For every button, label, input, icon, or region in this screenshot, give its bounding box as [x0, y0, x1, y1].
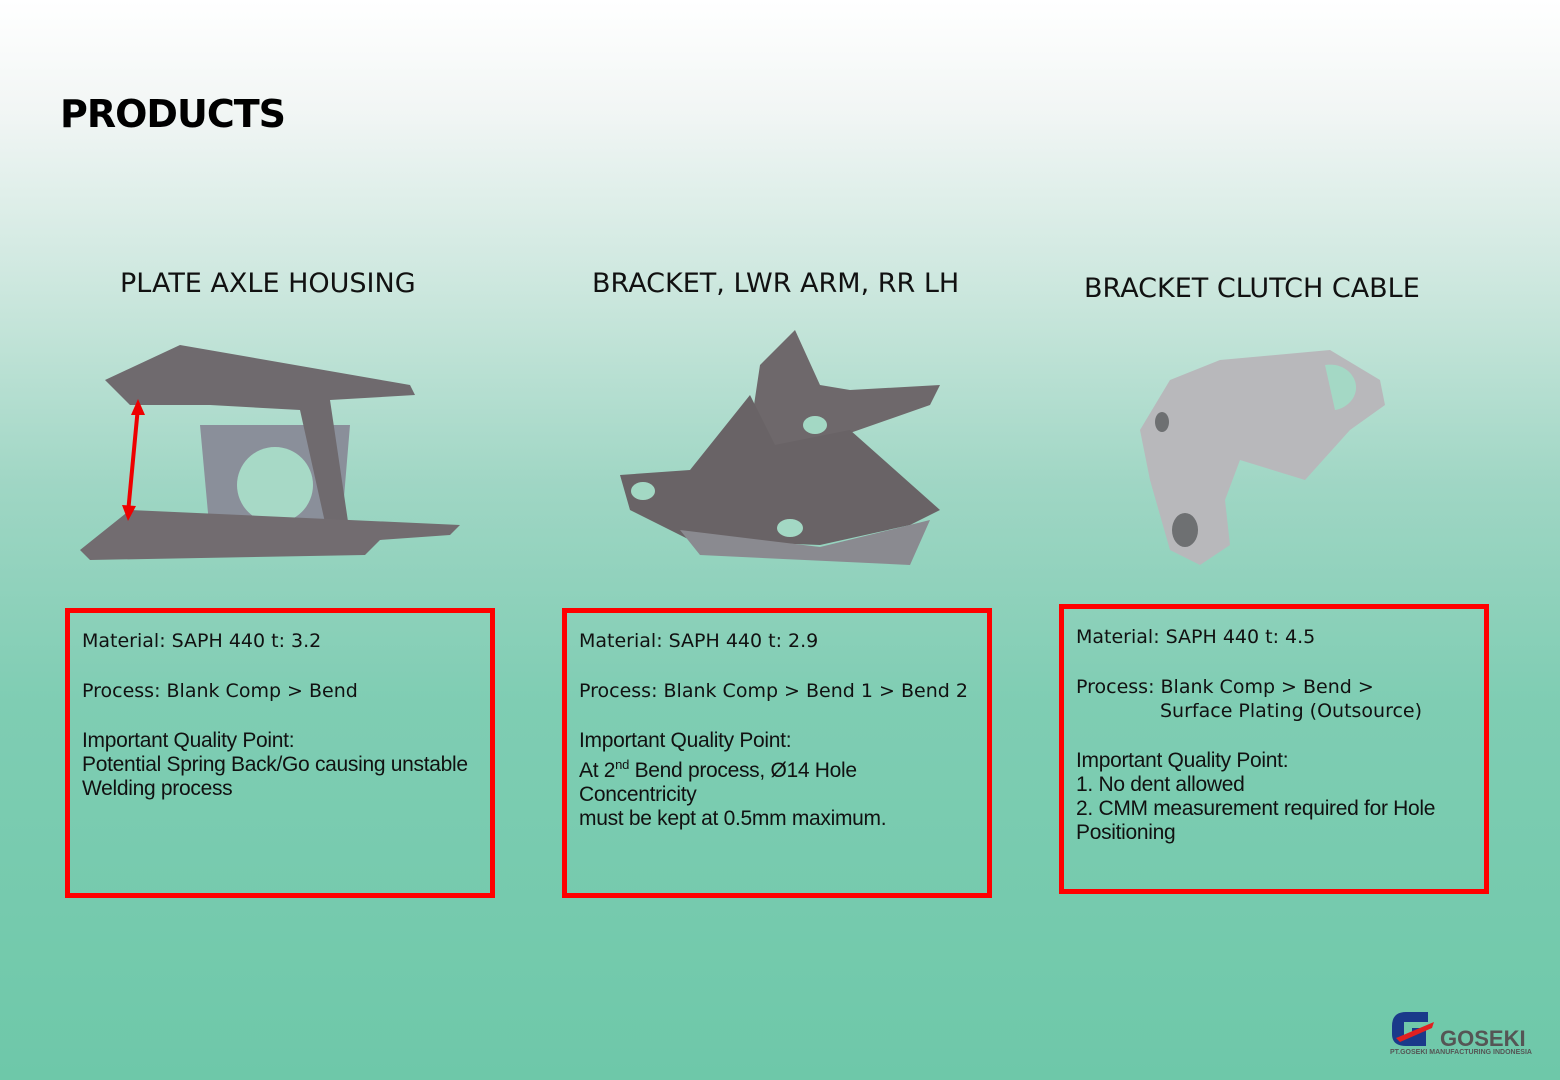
quality-line: At 2nd Bend process, Ø14 Hole Concentric… — [579, 753, 975, 807]
product-info-box-2: Material: SAPH 440 t: 2.9 Process: Blank… — [562, 608, 992, 898]
process-text: Process: Blank Comp > Bend > — [1076, 676, 1374, 698]
page-title: PRODUCTS — [60, 92, 286, 136]
quality-post: Bend process, Ø14 Hole Concentricity — [579, 759, 857, 806]
logo-name: GOSEKI — [1440, 1026, 1526, 1051]
quality-label: Important Quality Point: — [1076, 749, 1289, 772]
product-title-3: BRACKET CLUTCH CABLE — [1084, 273, 1420, 304]
product-info-box-1: Material: SAPH 440 t: 3.2 Process: Blank… — [65, 608, 495, 898]
product-title-1: PLATE AXLE HOUSING — [120, 268, 416, 299]
process-text-2: Surface Plating (Outsource) — [1160, 700, 1423, 722]
quality-line: 1. No dent allowed — [1076, 773, 1245, 796]
bracket-clutch-cable-image — [1140, 350, 1385, 565]
goseki-logo-mark — [1392, 1012, 1434, 1046]
material-text: Material: SAPH 440 t: 4.5 — [1076, 626, 1316, 648]
quality-line: Positioning — [1076, 821, 1176, 844]
process-text: Process: Blank Comp > Bend 1 > Bend 2 — [579, 680, 968, 702]
quality-label: Important Quality Point: — [82, 729, 295, 752]
quality-sup: nd — [615, 757, 630, 772]
plate-axle-housing-image — [80, 345, 460, 560]
quality-line: Welding process — [82, 777, 233, 800]
quality-pre: At 2 — [579, 759, 616, 782]
product-title-2: BRACKET, LWR ARM, RR LH — [592, 268, 960, 299]
logo-subtitle: PT.GOSEKI MANUFACTURING INDONESIA — [1390, 1049, 1532, 1056]
material-text: Material: SAPH 440 t: 2.9 — [579, 630, 819, 652]
quality-line: 2. CMM measurement required for Hole — [1076, 797, 1436, 820]
goseki-logo: GOSEKI PT.GOSEKI MANUFACTURING INDONESIA — [1388, 1008, 1538, 1060]
bracket-lwr-arm-image — [620, 330, 940, 565]
product-info-box-3: Material: SAPH 440 t: 4.5 Process: Blank… — [1059, 604, 1489, 894]
quality-line: must be kept at 0.5mm maximum. — [579, 807, 887, 830]
process-text: Process: Blank Comp > Bend — [82, 680, 358, 702]
quality-label: Important Quality Point: — [579, 729, 792, 752]
material-text: Material: SAPH 440 t: 3.2 — [82, 630, 322, 652]
quality-line: Potential Spring Back/Go causing unstabl… — [82, 753, 468, 776]
